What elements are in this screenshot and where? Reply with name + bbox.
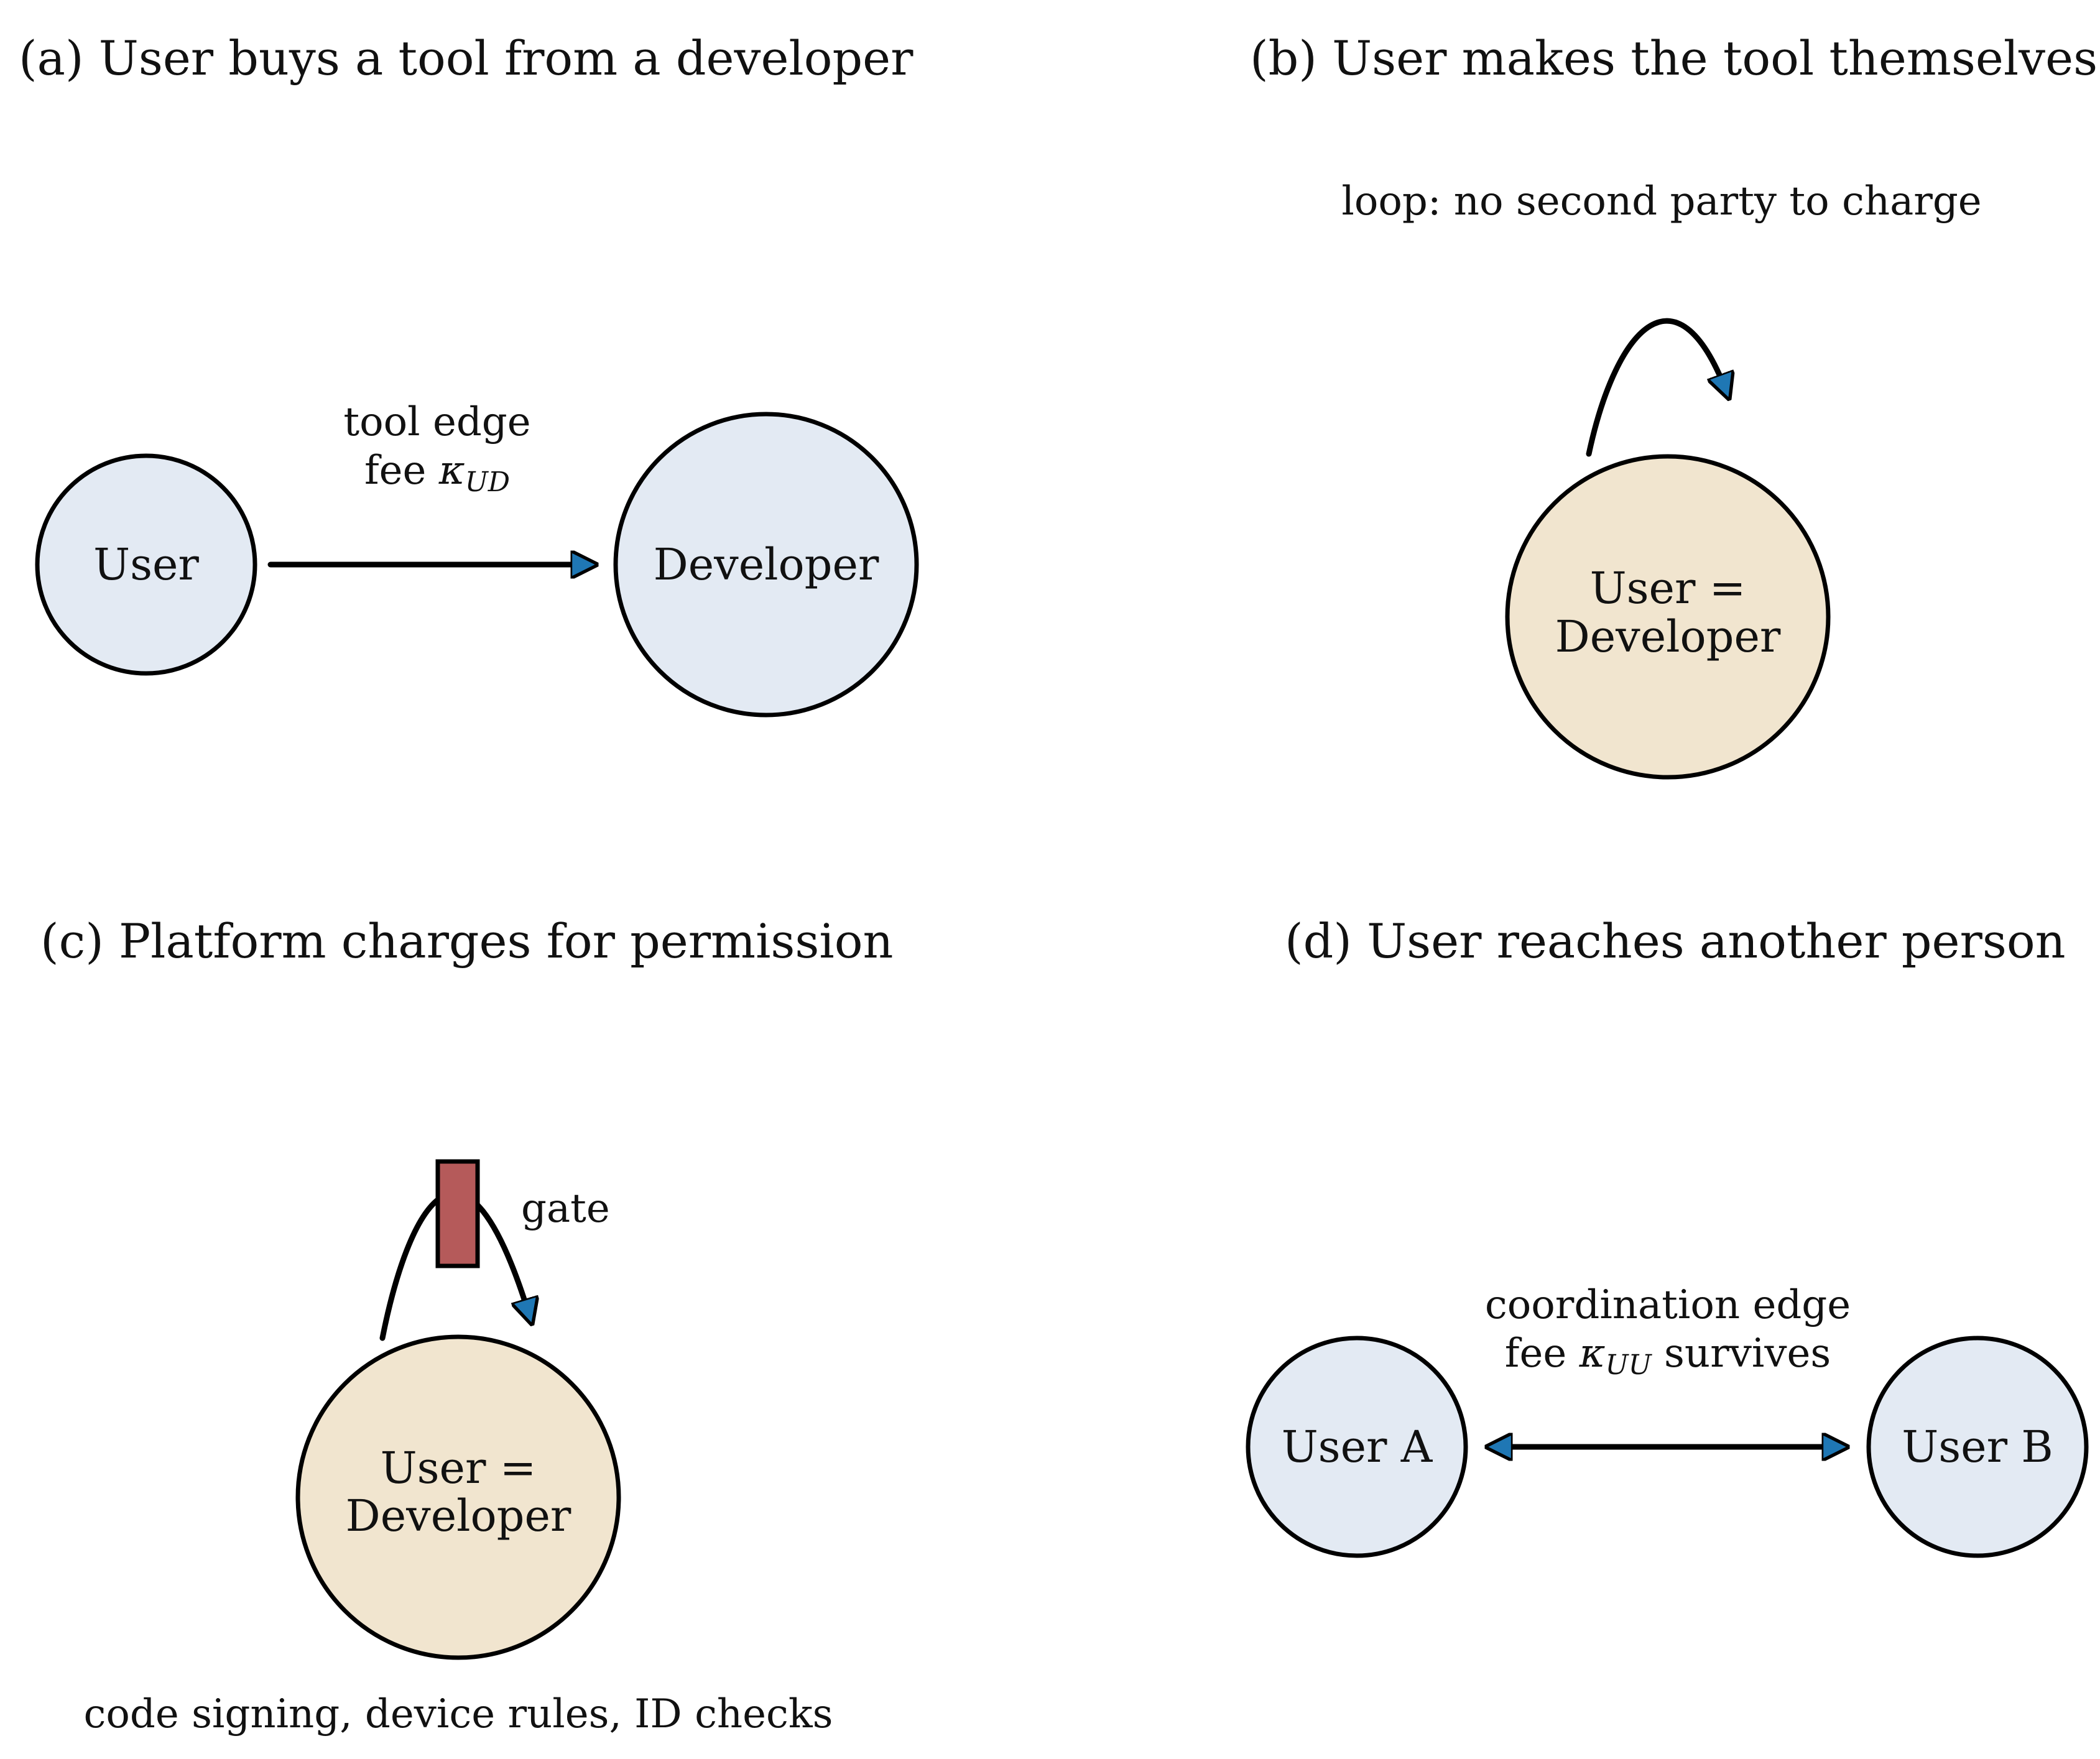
fee-word: fee — [1505, 1331, 1580, 1377]
user-developer-label-line1: User = — [381, 1443, 537, 1494]
user-developer-label-line2: Developer — [1555, 611, 1781, 662]
user-a-label: User A — [1282, 1421, 1433, 1472]
panel-c: (c) Platform charges for permission gate… — [40, 913, 893, 1737]
panel-b-title: (b) User makes the tool themselves — [1250, 30, 2098, 86]
gate-label: gate — [521, 1186, 610, 1232]
coordination-edge-label: coordination edge — [1485, 1282, 1851, 1328]
survives-word: survives — [1652, 1331, 1831, 1377]
panel-a: (a) User buys a tool from a developer Us… — [19, 30, 919, 718]
user-developer-label-line2: Developer — [346, 1490, 571, 1541]
user-node — [35, 453, 257, 676]
tool-edge-label: tool edge — [343, 399, 530, 445]
developer-node-label: Developer — [654, 539, 879, 590]
user-developer-label-line1: User = — [1590, 563, 1746, 614]
self-loop-arrow — [1586, 318, 1729, 457]
permission-footnote: code signing, device rules, ID checks — [84, 1691, 833, 1737]
kappa-symbol: κ — [1579, 1331, 1606, 1377]
panel-c-title: (c) Platform charges for permission — [40, 913, 893, 969]
panel-d: (d) User reaches another person User A U… — [1246, 913, 2089, 1558]
panel-a-title: (a) User buys a tool from a developer — [19, 30, 914, 86]
fee-word: fee — [364, 448, 439, 494]
coordination-edge-fee-label: fee κUU survives — [1505, 1331, 1831, 1381]
loop-note: loop: no second party to charge — [1341, 178, 1981, 224]
developer-node — [613, 412, 919, 718]
user-b-node — [1866, 1336, 2089, 1558]
user-a-node — [1246, 1336, 1468, 1558]
panel-b: (b) User makes the tool themselves loop:… — [1250, 30, 2098, 780]
user-developer-node — [295, 1334, 621, 1660]
kappa-symbol: κ — [438, 448, 465, 494]
kappa-subscript: UU — [1606, 1349, 1653, 1381]
user-node-label: User — [93, 539, 199, 590]
user-b-label: User B — [1902, 1421, 2053, 1472]
kappa-subscript: UD — [465, 466, 510, 498]
user-developer-node — [1505, 454, 1831, 780]
tool-edge-fee-label: fee κUD — [364, 448, 510, 498]
panel-d-title: (d) User reaches another person — [1285, 913, 2066, 969]
gate-block — [435, 1159, 480, 1268]
